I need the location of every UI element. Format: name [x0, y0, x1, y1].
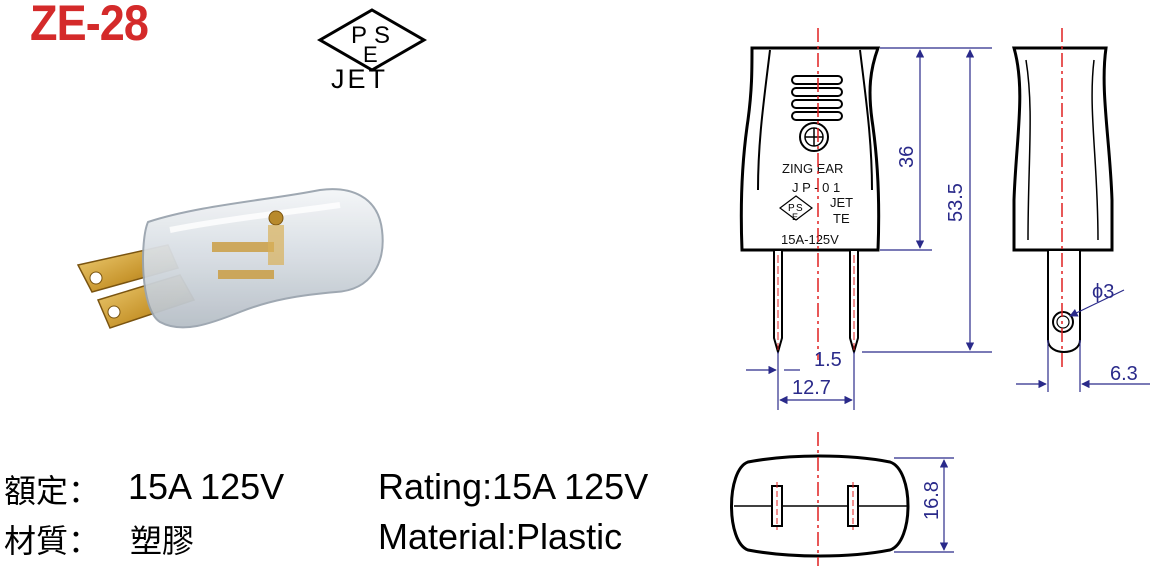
rating-cn-label: 額定： [4, 472, 101, 510]
dim-upper-height: 36 [896, 146, 918, 168]
material-en: Material:Plastic [378, 516, 623, 557]
rating-cn-value: 15A 125V [128, 466, 285, 507]
material-cn-label: 材質： [4, 522, 101, 560]
pse-diamond-icon: P S E [316, 8, 428, 72]
pse-letter-e: E [363, 42, 378, 67]
side-view: ϕ3 6.3 [1012, 28, 1150, 392]
pse-letter-s: S [374, 22, 390, 49]
dim-hole-diameter: ϕ3 [1092, 281, 1114, 303]
svg-text:P: P [788, 203, 795, 214]
svg-text:S: S [796, 203, 803, 214]
material-cn-value: 塑膠 [130, 522, 195, 560]
svg-text:TE: TE [833, 211, 850, 226]
bottom-view: 16.8 [730, 432, 954, 566]
svg-text:ZING EAR: ZING EAR [782, 161, 843, 176]
dim-total-height: 53.5 [945, 183, 967, 222]
svg-text:E: E [792, 212, 798, 222]
front-view: ZING EAR J P - 0 1 P S E JET TE 15A-125V… [739, 28, 992, 410]
model-title: ZE-28 [30, 0, 149, 51]
rating-en: Rating:15A 125V [378, 466, 649, 507]
dim-blade-thickness: 1.5 [814, 349, 842, 371]
body-pse-mark-icon [779, 195, 813, 221]
dim-body-width: 16.8 [921, 481, 943, 520]
brand-logo-icon [799, 122, 829, 152]
jet-label: JET [331, 64, 389, 94]
dim-blade-spacing: 12.7 [792, 377, 831, 399]
blade-hole-icon [1052, 311, 1074, 333]
svg-text:JET: JET [830, 195, 853, 210]
pse-letter-p: P [351, 22, 367, 49]
svg-text:15A-125V: 15A-125V [781, 232, 839, 247]
svg-text:J P - 0 1: J P - 0 1 [792, 180, 840, 195]
dim-side-offset: 6.3 [1110, 363, 1138, 385]
plug-photo [76, 188, 384, 329]
